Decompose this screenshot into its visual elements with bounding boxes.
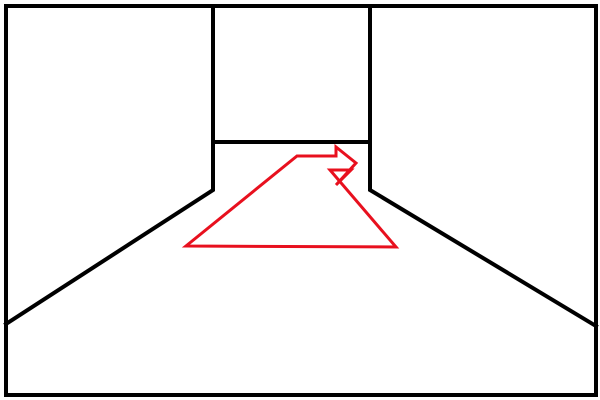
right-wall-edge	[368, 140, 599, 329]
outer-frame	[4, 4, 598, 397]
back-wall	[211, 4, 372, 144]
left-wall-edge	[3, 140, 215, 327]
floor-path-arrow	[181, 143, 400, 249]
